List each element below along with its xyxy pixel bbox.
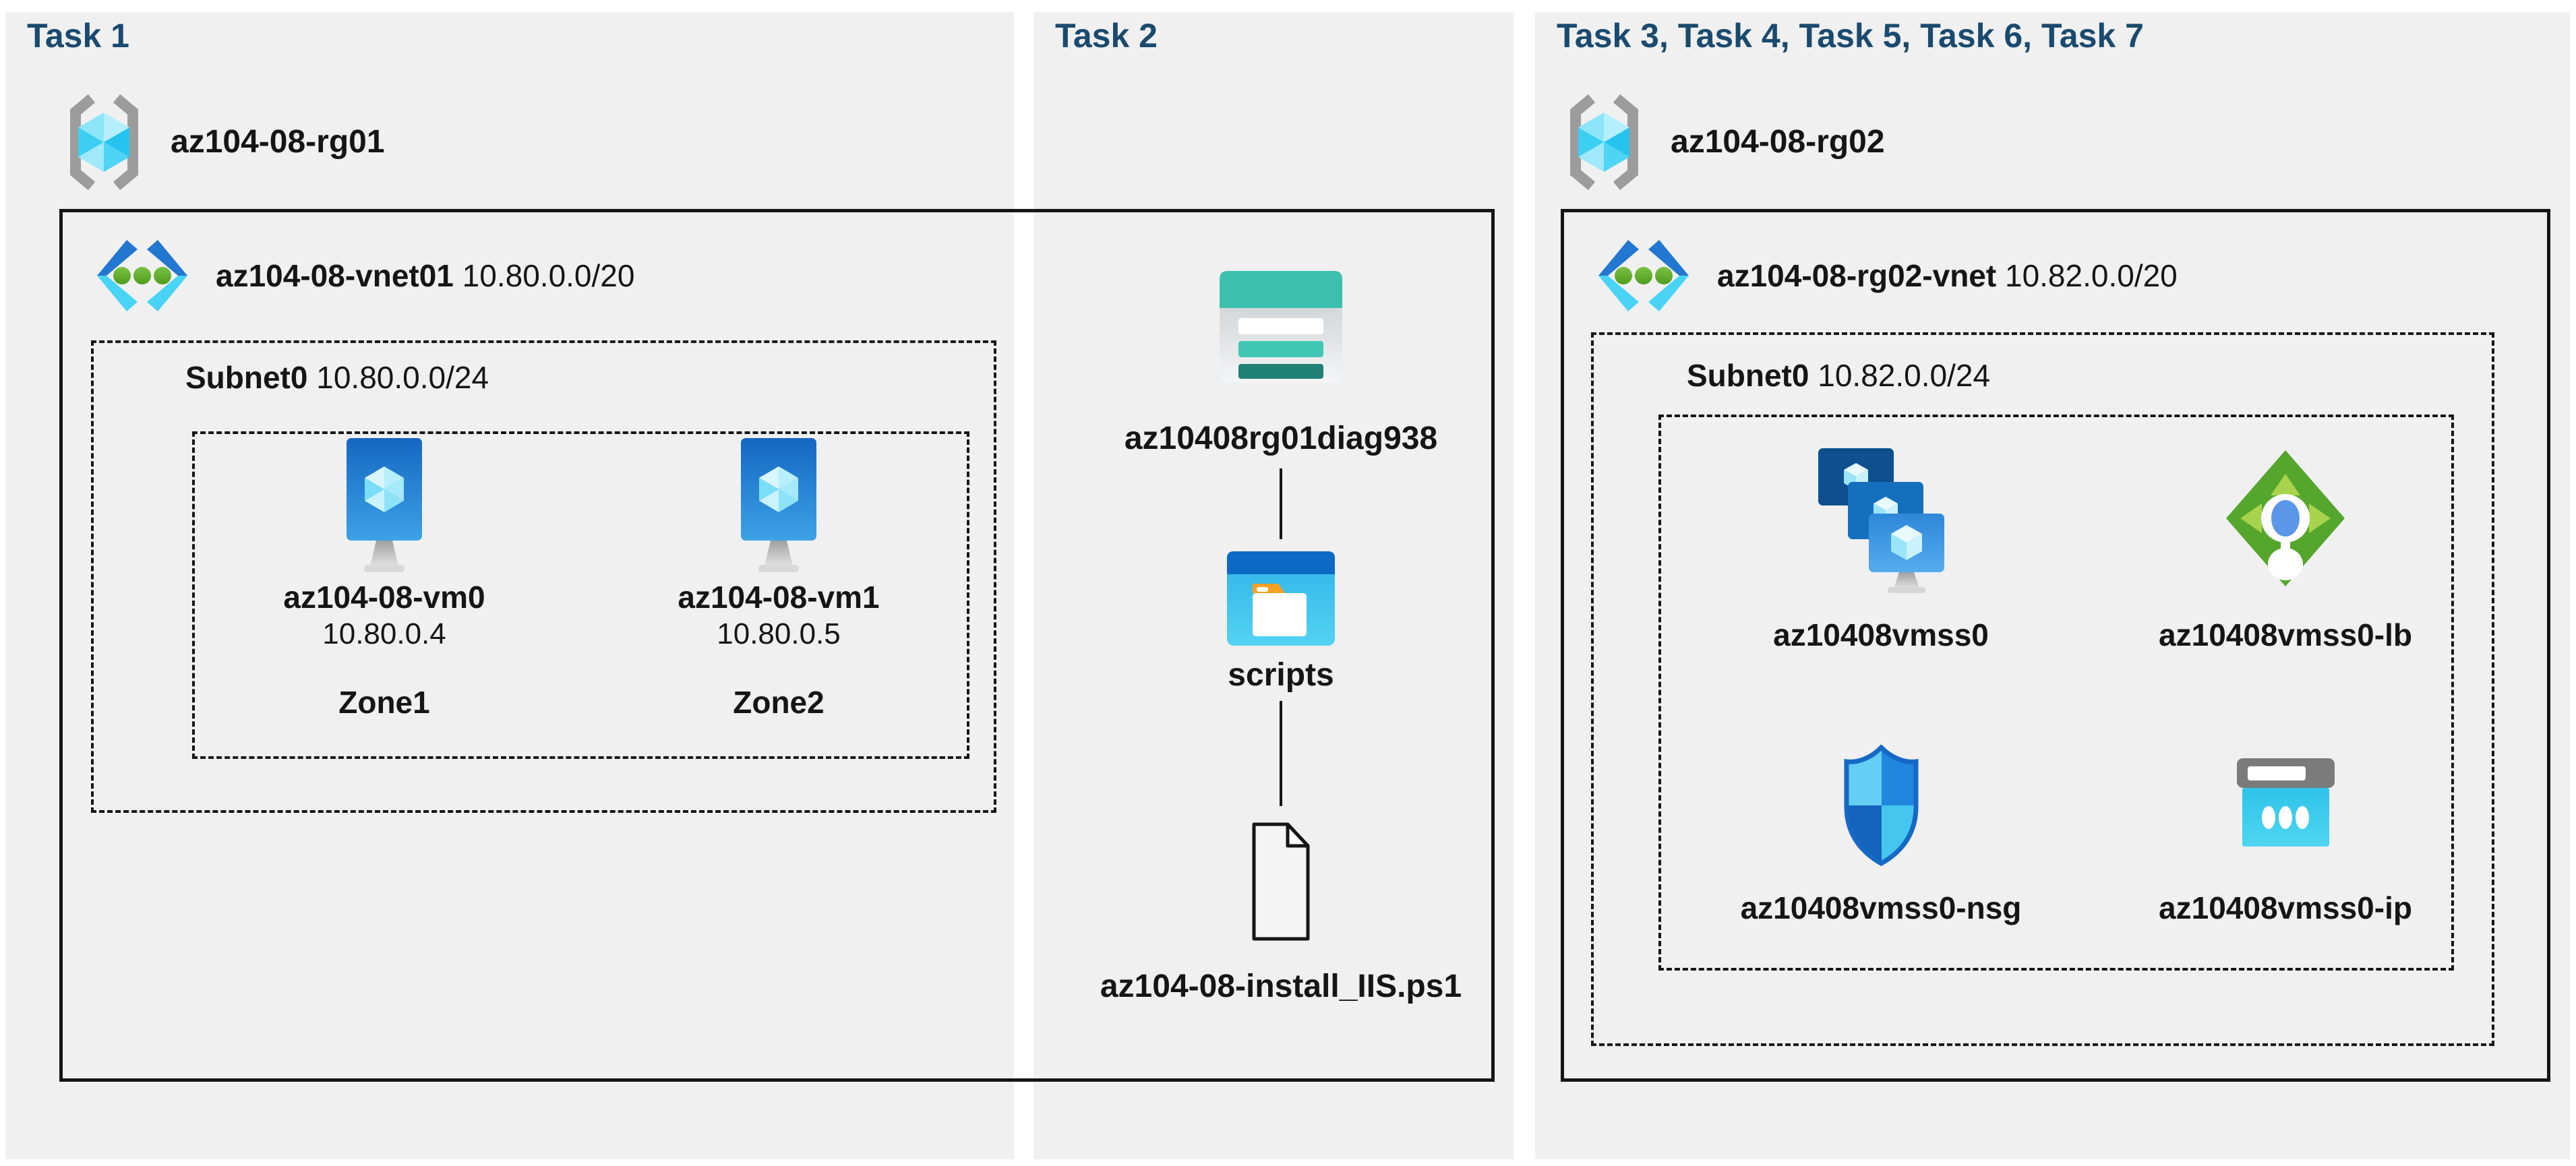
panel-task1	[5, 12, 1014, 1159]
vmss-label: az10408vmss0	[1773, 617, 1989, 652]
lb-label: az10408vmss0-lb	[2159, 617, 2412, 652]
subnet0-box-task3	[1591, 332, 2494, 1046]
subnet0-name-task1: Subnet0	[185, 360, 308, 395]
public-ip-label: az10408vmss0-ip	[2159, 890, 2412, 925]
virtual-machine-icon	[741, 438, 816, 572]
resource-group-icon	[1570, 94, 1638, 190]
public-ip-icon	[2236, 758, 2335, 847]
subnet0-label-task3: Subnet0 10.82.0.0/24	[1687, 358, 1990, 393]
task1-title: Task 1	[27, 17, 129, 55]
vnet01-row: az104-08-vnet01 10.80.0.0/20	[92, 240, 634, 311]
storage-account-icon	[1220, 271, 1342, 382]
connector-storage-scripts	[1280, 468, 1282, 539]
rg02-row: az104-08-rg02	[1562, 93, 1885, 191]
resource-group-icon	[70, 94, 138, 190]
vm0-column: az104-08-vm0 10.80.0.4 Zone1	[249, 438, 519, 720]
subnet0-name-task3: Subnet0	[1687, 358, 1809, 393]
scripts-label: scripts	[1228, 657, 1334, 693]
subnet0-label-task1: Subnet0 10.80.0.0/24	[185, 360, 489, 395]
task2-column: az10408rg01diag938 scripts az104-08-inst…	[1045, 271, 1517, 1006]
vmss-column: az10408vmss0	[1712, 448, 2049, 652]
vm1-ip: 10.80.0.5	[717, 617, 841, 650]
vm0-name: az104-08-vm0	[283, 580, 485, 615]
vm0-zone: Zone1	[338, 685, 430, 720]
vm-zone-box	[192, 431, 969, 759]
vmss-resources-box	[1658, 415, 2454, 971]
nsg-column: az10408vmss0-nsg	[1712, 745, 2049, 925]
task2-title: Task 2	[1055, 17, 1158, 55]
rg02-vnet-box	[1561, 209, 2550, 1082]
rg02-vnet-cidr: 10.82.0.0/20	[2004, 258, 2178, 293]
vm-scale-set-icon	[1818, 448, 1944, 593]
subnet0-cidr-task1: 10.80.0.0/24	[316, 360, 489, 395]
vm0-ip: 10.80.0.4	[322, 617, 446, 650]
subnet0-box-task1	[91, 340, 996, 813]
vnet01-name: az104-08-vnet01	[216, 258, 454, 293]
storage-account-label: az10408rg01diag938	[1124, 421, 1438, 456]
vnet01-box	[59, 209, 1495, 1082]
vm1-name: az104-08-vm1	[678, 580, 880, 615]
rg02-vnet-label: az104-08-rg02-vnet 10.82.0.0/20	[1717, 257, 2178, 294]
vm1-column: az104-08-vm1 10.80.0.5 Zone2	[644, 438, 913, 720]
subnet0-cidr-task3: 10.82.0.0/24	[1818, 358, 1991, 393]
nsg-icon	[1844, 745, 1918, 866]
rg01-row: az104-08-rg01	[62, 93, 385, 191]
rg02-vnet-row: az104-08-rg02-vnet 10.82.0.0/20	[1593, 240, 2178, 311]
virtual-machine-icon	[347, 438, 422, 572]
load-balancer-icon	[2226, 450, 2345, 586]
vnet01-label: az104-08-vnet01 10.80.0.0/20	[216, 257, 634, 294]
script-file-label: az104-08-install_IIS.ps1	[1100, 969, 1462, 1004]
virtual-network-icon	[1598, 240, 1689, 311]
lb-column: az10408vmss0-lb	[2117, 448, 2454, 652]
task3-title: Task 3, Task 4, Task 5, Task 6, Task 7	[1557, 17, 2144, 55]
vnet01-cidr: 10.80.0.0/20	[462, 258, 635, 293]
nsg-label: az10408vmss0-nsg	[1740, 890, 2022, 925]
blob-container-icon	[1227, 551, 1335, 646]
rg01-label: az104-08-rg01	[171, 124, 385, 160]
rg02-label: az104-08-rg02	[1671, 124, 1885, 160]
connector-scripts-file	[1280, 701, 1282, 806]
rg02-vnet-name: az104-08-rg02-vnet	[1717, 258, 1997, 293]
vm1-zone: Zone2	[733, 685, 825, 720]
public-ip-column: az10408vmss0-ip	[2117, 745, 2454, 925]
virtual-network-icon	[97, 240, 187, 311]
file-icon	[1252, 822, 1310, 941]
